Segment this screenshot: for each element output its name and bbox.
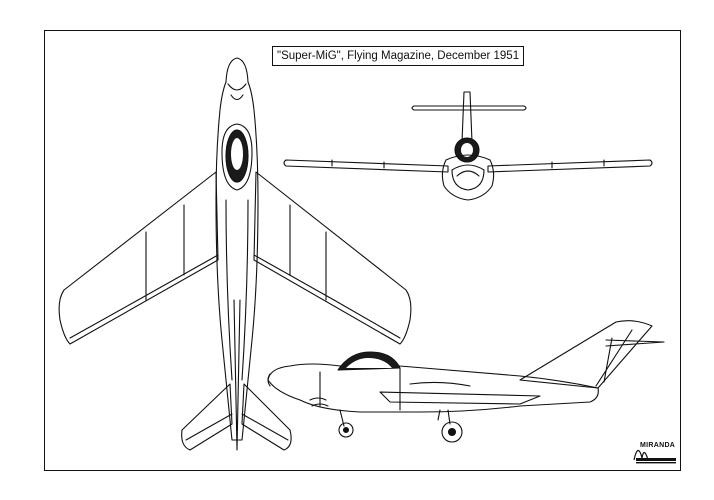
side-main-gear-leg xyxy=(447,409,451,425)
top-right-tailplane xyxy=(241,383,292,451)
top-left-elevator xyxy=(185,413,233,441)
side-fin xyxy=(519,320,653,389)
side-main-wheel xyxy=(441,421,463,443)
side-view xyxy=(267,320,665,443)
side-rudder xyxy=(595,329,633,387)
side-tailplane xyxy=(605,339,665,347)
artist-logo: MIRANDA xyxy=(632,438,678,466)
side-fuselage xyxy=(267,363,599,413)
front-intake xyxy=(451,164,485,191)
logo-text: MIRANDA xyxy=(640,442,676,449)
top-right-elevator xyxy=(241,413,289,441)
top-right-wing xyxy=(253,171,412,345)
front-wing-right xyxy=(487,159,653,173)
top-fuselage-line-left xyxy=(225,199,233,381)
side-nose-wheel xyxy=(338,422,354,438)
side-main-hub xyxy=(447,427,457,437)
side-wing xyxy=(379,391,541,405)
front-view xyxy=(283,91,653,201)
top-canopy-highlight xyxy=(231,138,243,170)
top-canopy-frame xyxy=(221,123,253,191)
top-fuselage xyxy=(215,57,259,441)
drawing-title: "Super-MiG", Flying Magazine, December 1… xyxy=(272,46,525,66)
side-fin-fairing xyxy=(603,337,613,383)
top-right-aileron xyxy=(333,299,401,339)
side-intake xyxy=(267,373,271,387)
front-fuselage xyxy=(441,154,495,201)
front-canopy-highlight xyxy=(461,143,473,157)
top-left-flap-line xyxy=(137,254,219,301)
top-fuselage-line-right xyxy=(241,199,249,381)
side-nose-hub xyxy=(342,426,350,434)
side-canopy-highlight xyxy=(346,358,392,368)
front-wing xyxy=(283,159,449,173)
front-fin xyxy=(461,91,473,143)
top-left-wing xyxy=(58,171,219,345)
drawing-frame xyxy=(44,30,681,471)
side-gear-door xyxy=(437,409,441,421)
front-tailplane xyxy=(411,105,527,111)
front-intake-splitter xyxy=(456,170,480,177)
top-tail-fin xyxy=(233,299,241,451)
side-wing-fence xyxy=(409,381,471,387)
top-left-aileron xyxy=(69,299,139,339)
logo-mark xyxy=(633,449,676,464)
top-left-tailplane xyxy=(181,383,233,451)
side-gun-port-2 xyxy=(311,403,329,407)
top-nose xyxy=(227,83,247,91)
top-right-flap-line xyxy=(253,254,335,301)
top-nose-spine xyxy=(230,94,244,101)
side-gun-port xyxy=(309,397,327,401)
top-view xyxy=(58,57,412,451)
